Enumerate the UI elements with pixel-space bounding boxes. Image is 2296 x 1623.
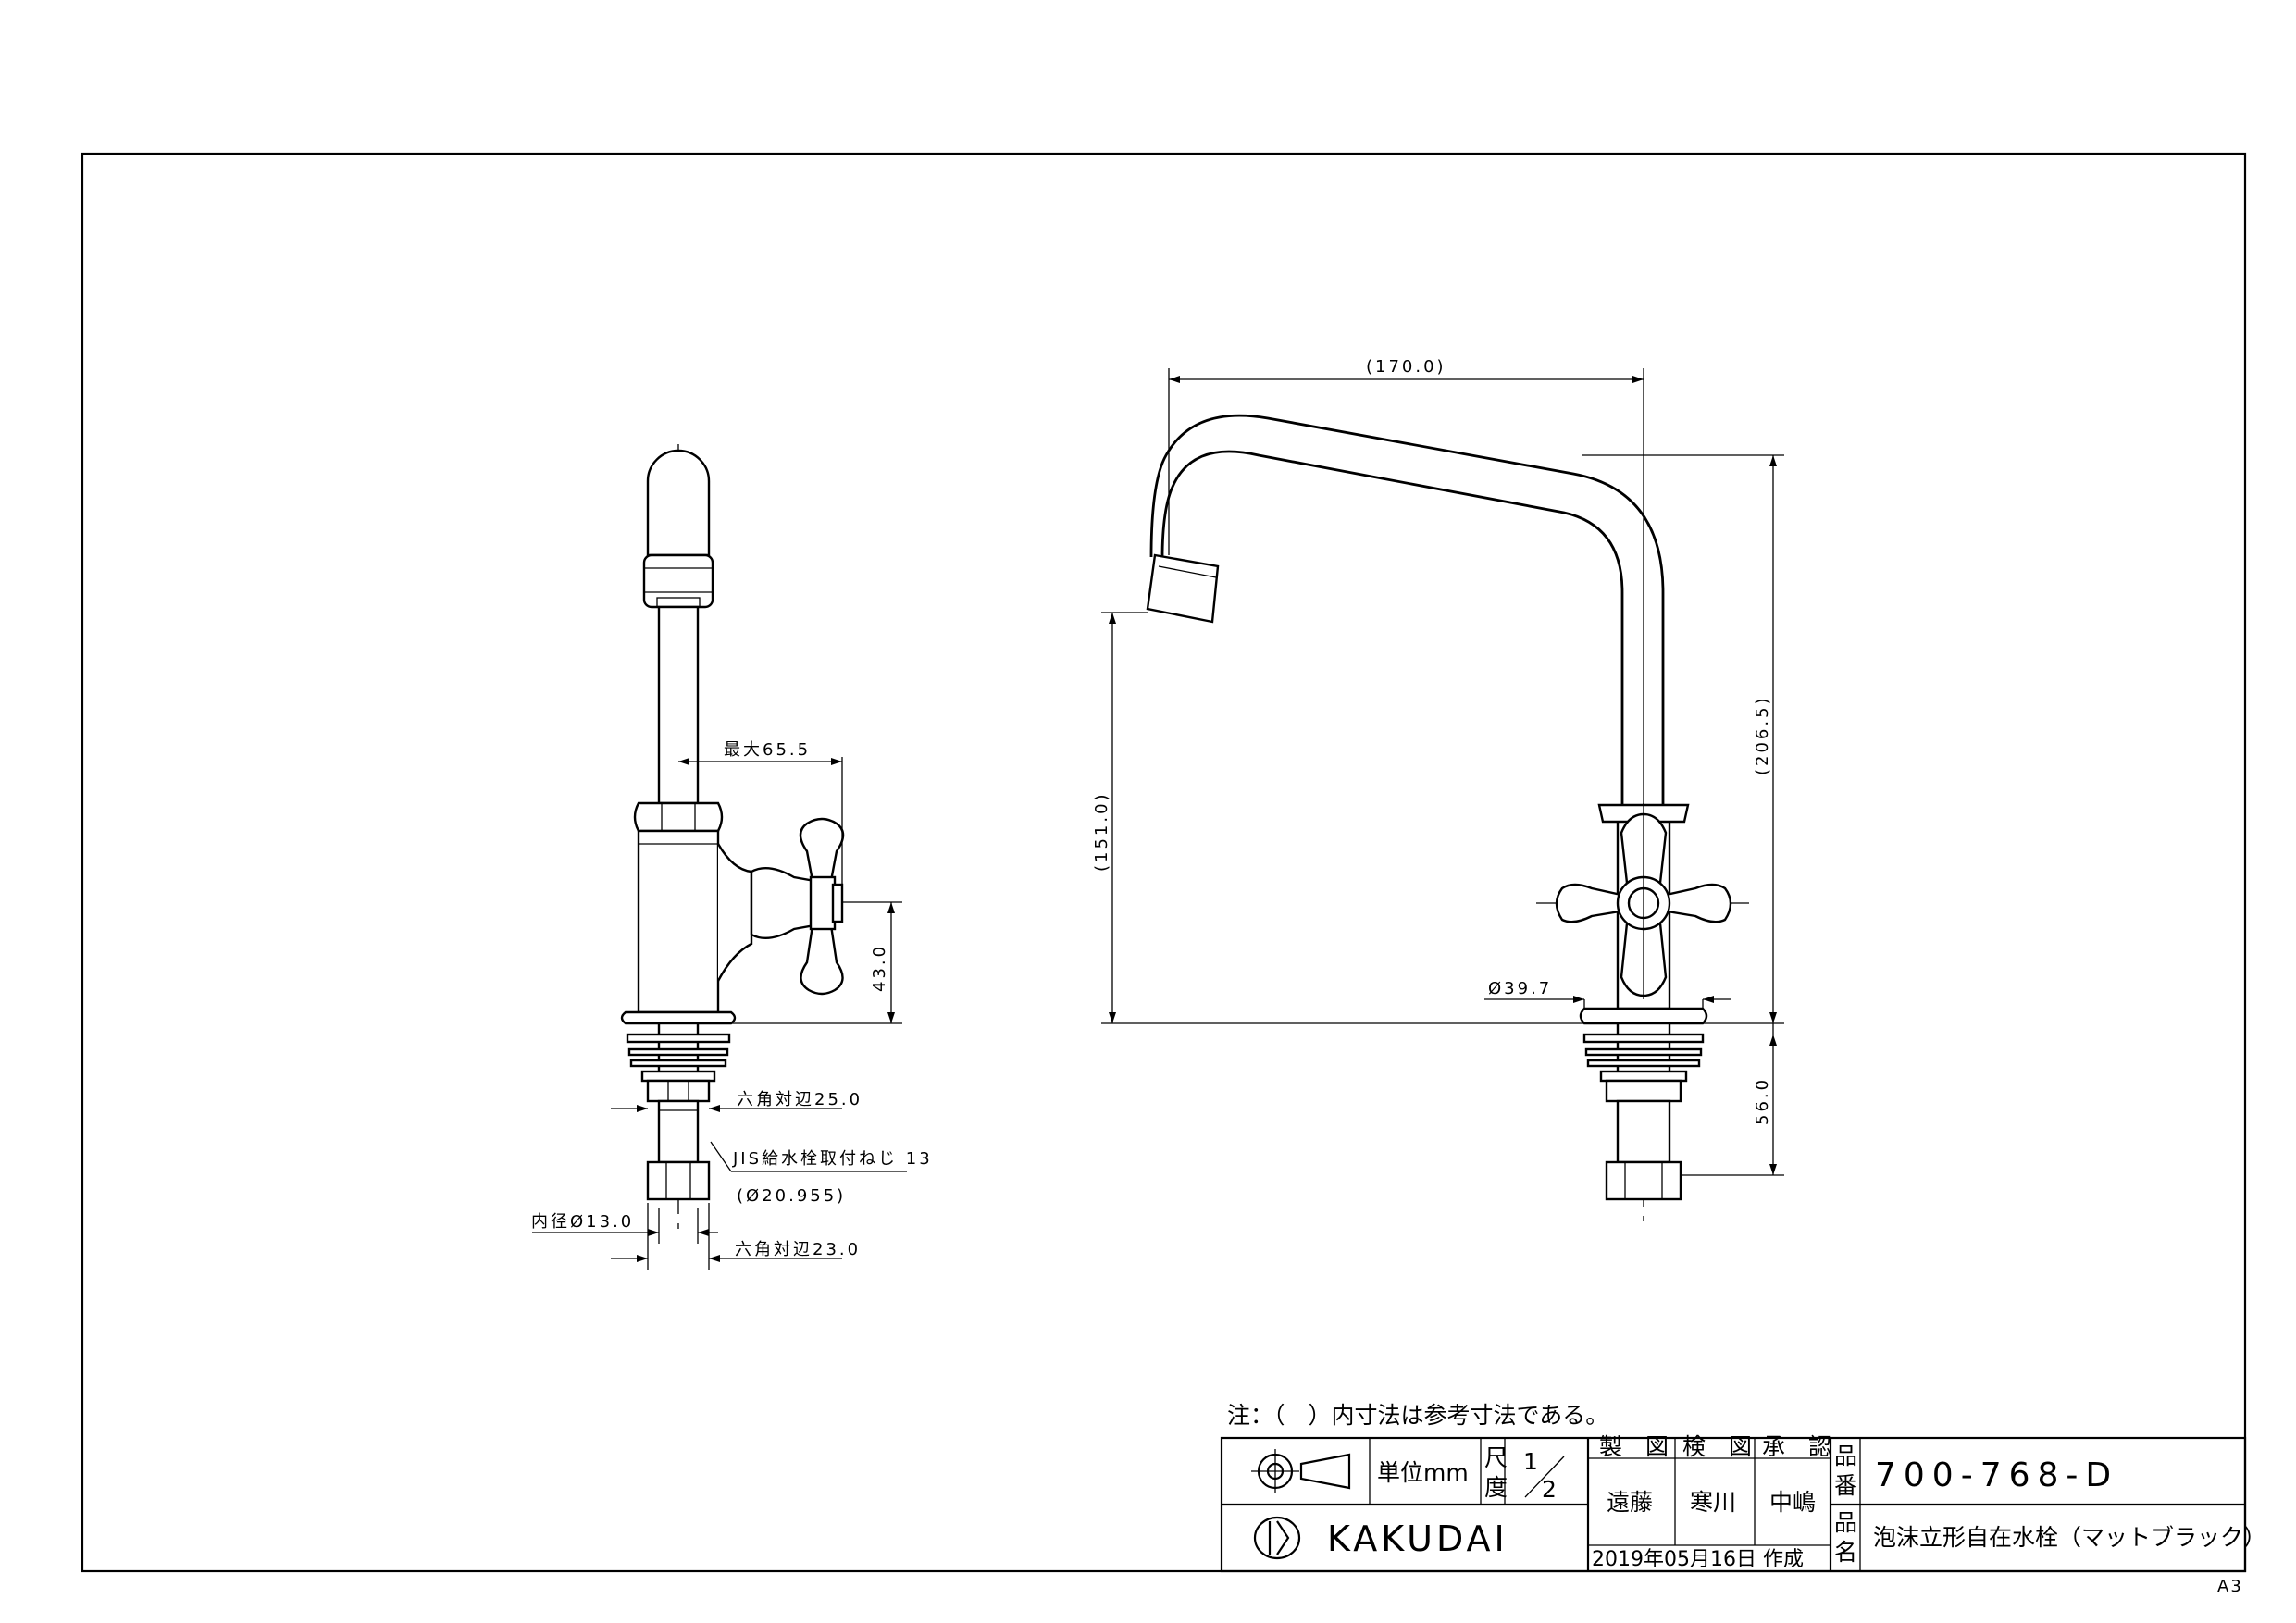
spout-arm-outer	[1160, 450, 1624, 814]
dim-spout-height: (151.0)	[1092, 791, 1111, 872]
cross-arm-left	[1555, 883, 1627, 923]
scale-denominator: 2	[1542, 1476, 1557, 1503]
front-hex-lower	[1605, 1160, 1682, 1201]
sheet-size: A3	[2217, 1577, 2243, 1596]
part-no-label-2: 番	[1834, 1472, 1857, 1499]
part-no-label-1: 品	[1834, 1443, 1857, 1469]
dim-thread: JIS給水栓取付ねじ 13	[732, 1149, 933, 1169]
unit-label: 単位mm	[1377, 1459, 1469, 1486]
valve-body	[637, 829, 720, 1014]
cross-arm-right	[1660, 883, 1732, 923]
name-checked: 寒川	[1690, 1489, 1736, 1516]
part-name-label-2: 名	[1834, 1539, 1857, 1566]
name-approved: 中嶋	[1769, 1489, 1816, 1516]
handle-arm-top	[799, 817, 845, 883]
scale-numerator: 1	[1523, 1448, 1538, 1475]
spout-pipe	[657, 605, 700, 805]
hex-nut-upper	[646, 1079, 711, 1103]
aerator	[642, 553, 714, 609]
front-hex-upper	[1605, 1079, 1682, 1103]
scale-label-2: 度	[1484, 1474, 1508, 1501]
dim-max-width: 最大65.5	[724, 740, 811, 760]
part-name-label-1: 品	[1834, 1509, 1857, 1536]
part-number: 700-768-D	[1875, 1456, 2118, 1494]
dim-hex-lower: 六角対辺23.0	[735, 1240, 861, 1259]
dim-shank: 56.0	[1753, 1077, 1772, 1125]
handle-arm-bottom	[800, 923, 844, 996]
role-checked: 検 図	[1682, 1433, 1752, 1460]
projection-symbol-icon	[1251, 1449, 1351, 1493]
kakudai-logo-icon	[1253, 1516, 1301, 1560]
handle-hub	[750, 866, 816, 940]
dim-total-height: (206.5)	[1753, 695, 1772, 775]
role-approved: 承 認	[1762, 1433, 1831, 1460]
spout-tip	[646, 449, 711, 557]
part-name: 泡沫立形自在水栓（マットブラック）	[1873, 1524, 2266, 1551]
drawing-date: 2019年05月16日 作成	[1592, 1548, 1804, 1571]
sheet-border	[81, 152, 2247, 1573]
title-block: 注：（ ）内寸法は参考寸法である。 単位mm 尺 度 1 2 製 図 検 図 承	[1220, 1402, 2266, 1573]
dim-inner-dia: 内径Ø13.0	[531, 1212, 634, 1232]
front-view: (170.0) (151.0) (206.5) Ø39.7 56.0	[1092, 357, 1784, 1231]
front-threaded-pipe	[1616, 1099, 1671, 1164]
scale-label-1: 尺	[1484, 1444, 1508, 1471]
hex-nut-lower	[646, 1160, 711, 1201]
upper-nut	[633, 801, 724, 833]
base-flange	[620, 1010, 737, 1025]
dim-base-dia: Ø39.7	[1488, 979, 1552, 998]
dim-handle-height: 43.0	[870, 944, 889, 992]
dim-hex-upper: 六角対辺25.0	[737, 1090, 863, 1109]
name-drawn: 遠藤	[1607, 1489, 1653, 1516]
dim-reach: (170.0)	[1366, 357, 1446, 377]
front-flange	[1579, 1007, 1708, 1025]
spout-nozzle	[1146, 553, 1220, 624]
reference-note: 注：（ ）内寸法は参考寸法である。	[1227, 1402, 1608, 1429]
role-drawn: 製 図	[1599, 1433, 1669, 1460]
brand-name: KAKUDAI	[1327, 1518, 1508, 1559]
side-view: 最大65.5 43.0 六角対辺25.0 JIS給水栓取付ねじ 13 (Ø20.…	[531, 444, 933, 1270]
dim-thread-dia: (Ø20.955)	[737, 1186, 846, 1206]
spout-arm-inner	[1149, 414, 1665, 814]
